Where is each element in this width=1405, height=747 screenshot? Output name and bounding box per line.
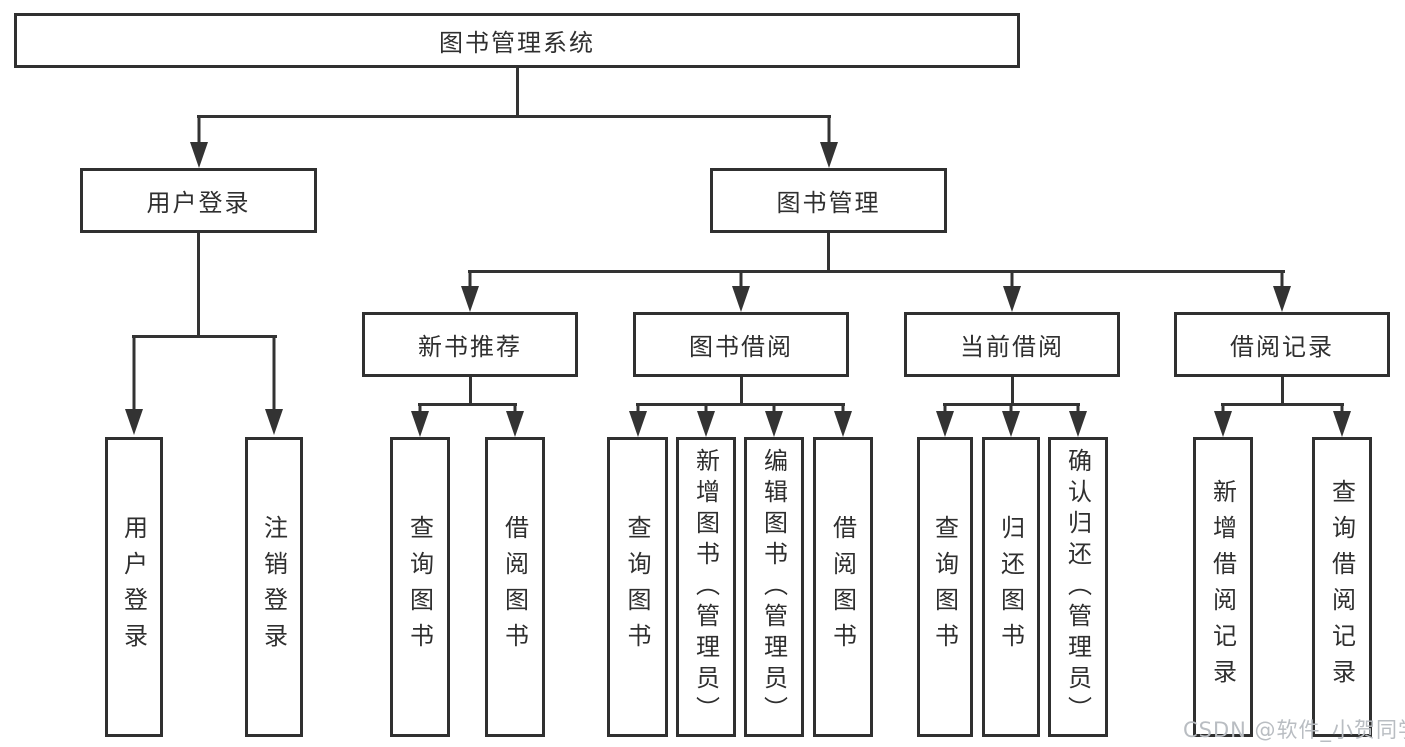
leaf-borrow-books-borrowing: 借阅图书 [813,437,873,737]
connector-line [197,233,200,338]
connector-arrow [765,403,783,437]
node-label: 借阅图书 [828,515,857,659]
node-label: 确认归还（管理员） [1063,447,1092,727]
node-label: 查询借阅记录 [1327,479,1356,695]
connector-arrow [506,403,524,437]
leaf-query-books-recommend: 查询图书 [390,437,450,737]
leaf-add-borrow-record: 新增借阅记录 [1193,437,1253,737]
leaf-query-books-borrowing: 查询图书 [607,437,668,737]
connector-arrow [1003,270,1021,312]
node-label: 查询图书 [405,515,434,659]
connector-line [739,377,743,406]
connector-arrow [820,115,838,168]
node-borrowing-records: 借阅记录 [1174,312,1390,377]
connector-arrow [461,270,479,312]
connector-arrow [697,403,715,437]
connector-line [1221,403,1344,406]
leaf-return-books: 归还图书 [982,437,1040,737]
node-label: 用户登录 [119,515,148,659]
leaf-user-login: 用户登录 [105,437,163,737]
node-label: 借阅记录 [1230,333,1334,361]
leaf-query-books-current: 查询图书 [917,437,973,737]
node-book-management: 图书管理 [710,168,947,233]
connector-arrow [265,335,283,435]
connector-line [468,270,1285,273]
connector-line [515,68,519,118]
connector-arrow [936,403,954,437]
connector-line [1280,377,1284,406]
connector-arrow [834,403,852,437]
node-label: 图书管理系统 [439,29,595,57]
leaf-logout: 注销登录 [245,437,303,737]
leaf-add-books-admin: 新增图书（管理员） [676,437,736,737]
connector-line [197,115,831,118]
connector-arrow [629,403,647,437]
node-book-borrowing: 图书借阅 [633,312,849,377]
node-label: 新书推荐 [418,333,522,361]
node-label: 图书管理 [776,189,881,217]
connector-arrow [190,115,208,168]
csdn-watermark: CSDN @软件_小贺同学 [1183,718,1405,742]
connector-arrow [1214,403,1232,437]
node-label: 归还图书 [996,515,1025,659]
connector-line [827,233,830,273]
node-label: 图书借阅 [689,333,793,361]
connector-arrow [1273,270,1291,312]
node-current-borrowing: 当前借阅 [904,312,1120,377]
node-label: 新增图书（管理员） [691,447,720,727]
node-library-management-system: 图书管理系统 [14,13,1020,68]
node-label: 查询图书 [623,515,651,659]
node-label: 注销登录 [259,515,288,659]
connector-arrow [1069,403,1087,437]
connector-line [468,377,472,406]
leaf-confirm-return-admin: 确认归还（管理员） [1048,437,1108,737]
node-user-login: 用户登录 [80,168,317,233]
connector-line [418,403,517,406]
connector-arrow [1002,403,1020,437]
leaf-borrow-books-recommend: 借阅图书 [485,437,545,737]
leaf-query-borrow-record: 查询借阅记录 [1312,437,1372,737]
leaf-edit-books-admin: 编辑图书（管理员） [744,437,804,737]
connector-line [636,403,845,406]
node-label: 查询图书 [930,515,959,659]
node-label: 当前借阅 [960,333,1064,361]
connector-arrow [125,335,143,435]
connector-line [132,335,277,338]
connector-line [1010,377,1014,406]
node-label: 新增借阅记录 [1208,479,1237,695]
node-label: 用户登录 [146,189,251,217]
node-new-book-recommend: 新书推荐 [362,312,578,377]
node-label: 借阅图书 [500,515,529,659]
connector-arrow [732,270,750,312]
connector-arrow [411,403,429,437]
node-label: 编辑图书（管理员） [759,447,788,727]
connector-arrow [1333,403,1351,437]
